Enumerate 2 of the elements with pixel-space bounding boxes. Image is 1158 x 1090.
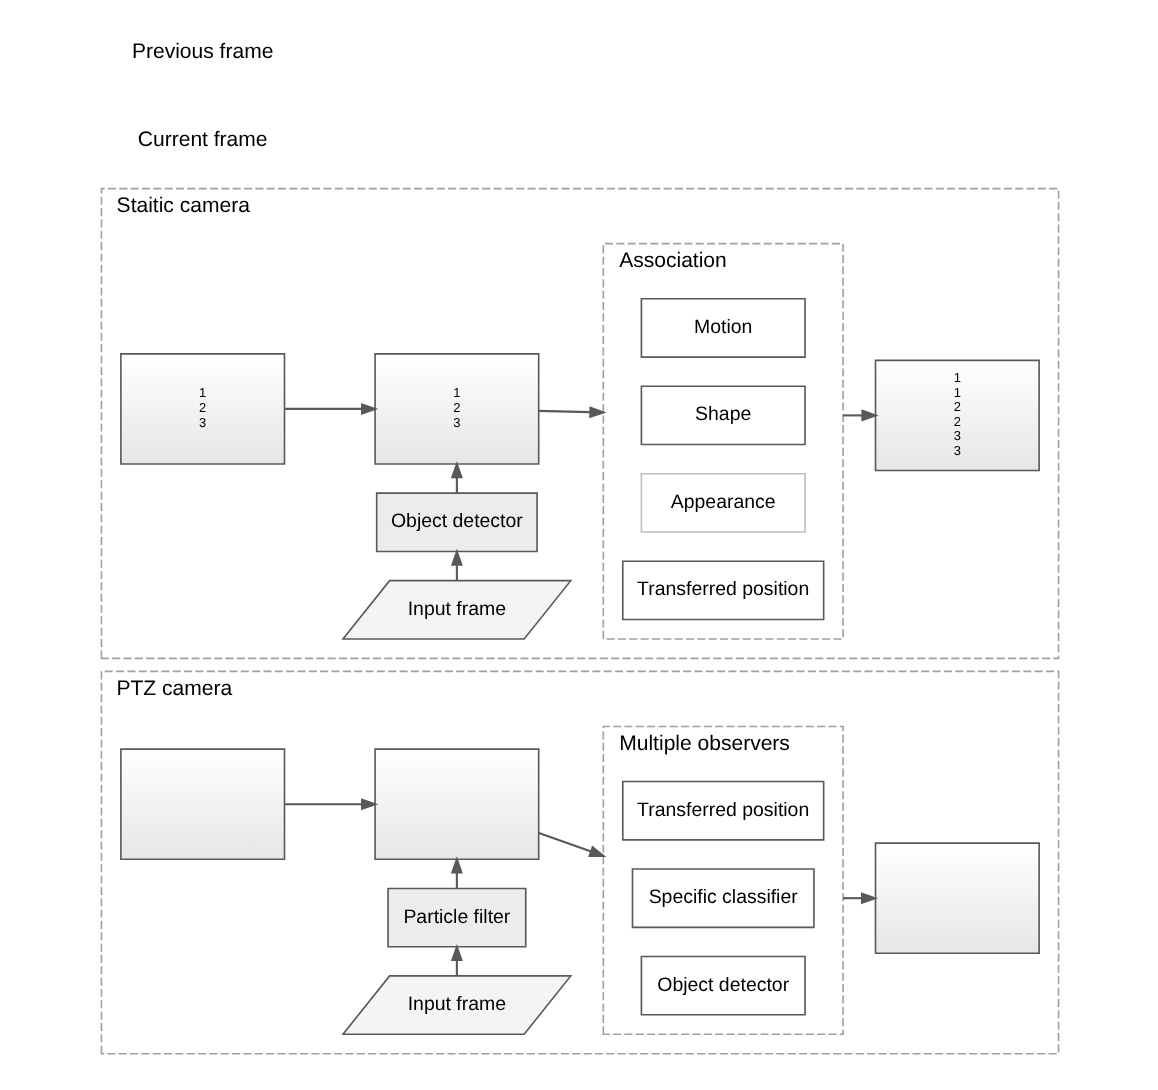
label: Current frame <box>136 127 267 152</box>
label: Previous frame <box>130 40 273 65</box>
